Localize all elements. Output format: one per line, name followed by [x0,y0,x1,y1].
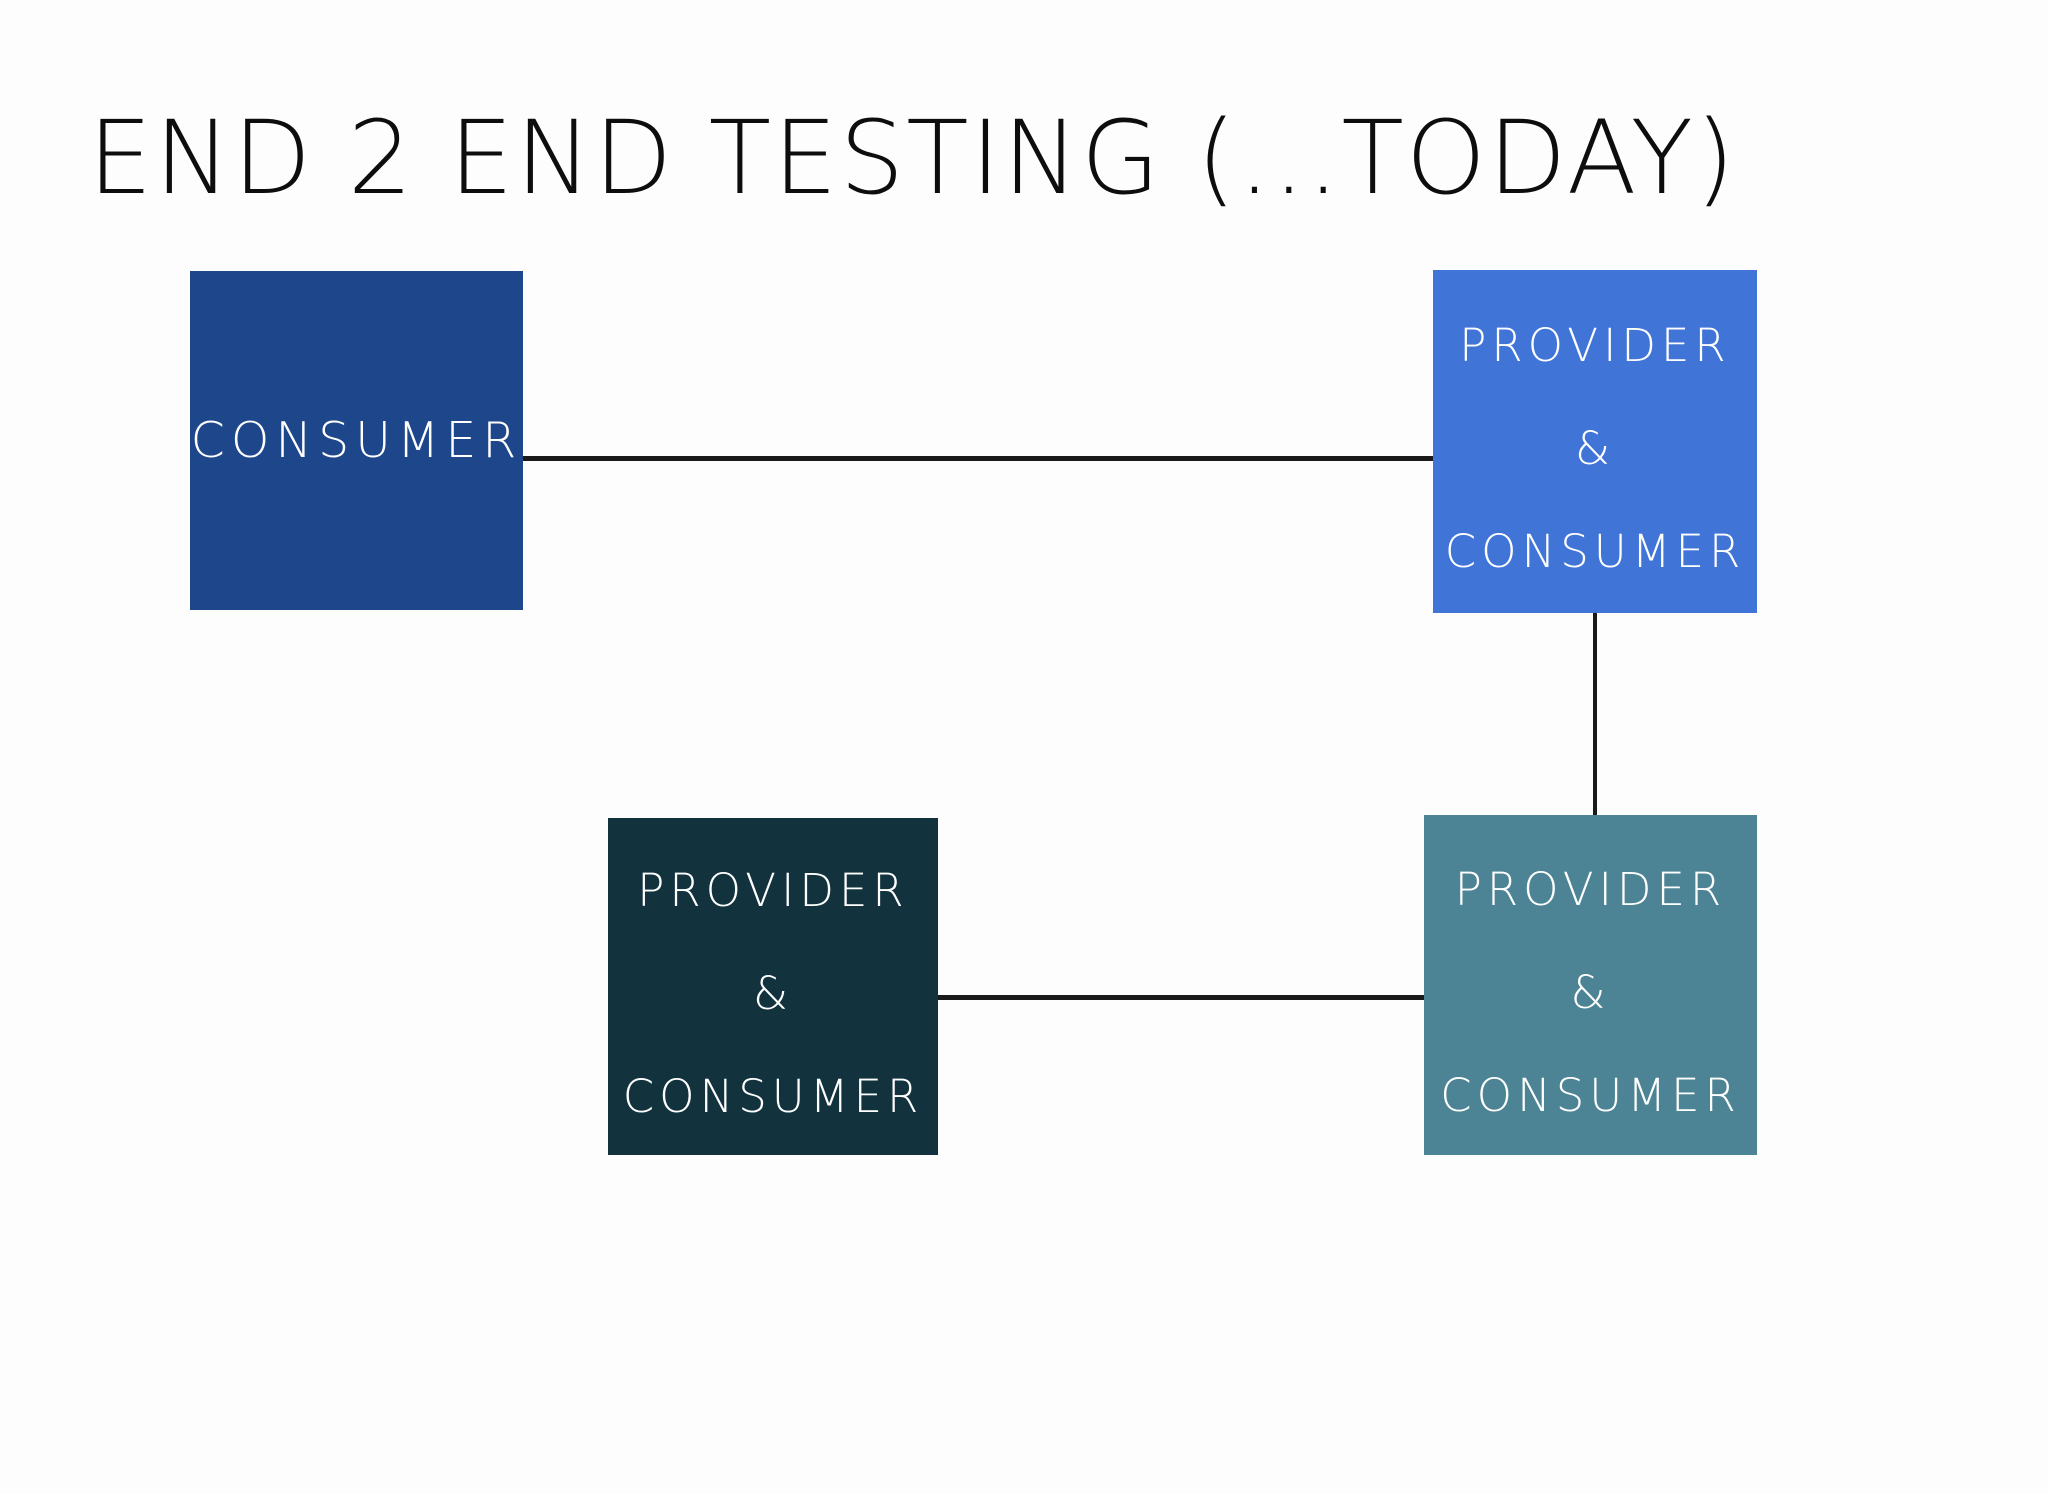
slide-title: END 2 END TESTING (...TODAY) [88,99,1737,218]
node-provider-consumer-top-right: PROVIDER & CONSUMER [1433,270,1757,613]
node-label-line: CONSUMER [622,1070,924,1123]
node-provider-consumer-bottom-right: PROVIDER & CONSUMER [1424,815,1757,1155]
node-label-line: PROVIDER [1454,862,1727,916]
node-label-line: CONSUMER [1444,525,1746,578]
node-consumer-label: CONSUMER [190,412,523,469]
node-label-line: & [1574,422,1616,475]
edge-provider-left-to-provider-right [938,995,1424,1000]
node-label-line: PROVIDER [637,864,909,917]
node-provider-consumer-bottom-left: PROVIDER & CONSUMER [608,818,938,1155]
node-label-line: CONSUMER [1440,1068,1741,1122]
node-label-line: & [1570,965,1611,1019]
node-label-line: & [752,967,794,1020]
edge-provider-top-to-provider-right [1593,613,1597,816]
node-label-line: PROVIDER [1459,319,1731,372]
node-consumer: CONSUMER [190,271,523,610]
edge-consumer-to-provider-top [523,456,1433,461]
